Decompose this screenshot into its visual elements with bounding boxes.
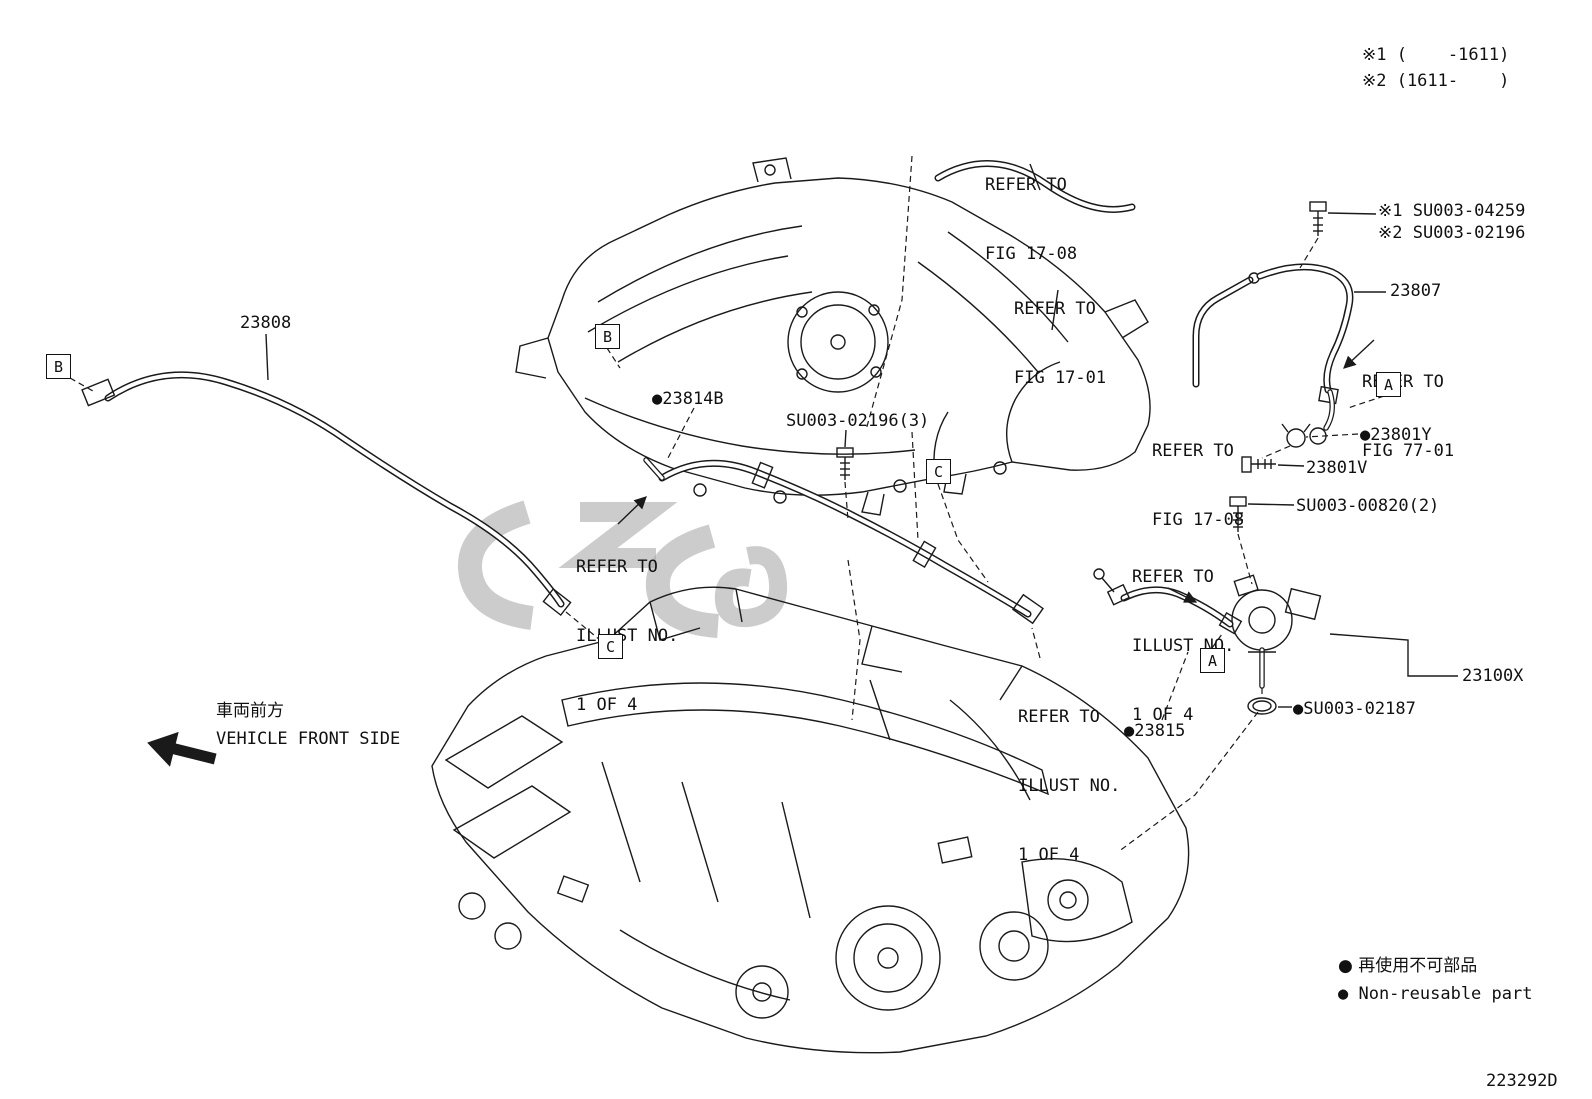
callout-box-c-center: C [926, 459, 951, 484]
ref-line: FIG 17-08 [1152, 509, 1245, 530]
hose-23808 [69, 333, 601, 641]
callout-box-a-right: A [1376, 372, 1401, 397]
vehicle-front-label-jp: 車両前方 [216, 701, 284, 721]
ref-line: ILLUST NO. [1018, 775, 1121, 796]
ref-line: 1 OF 4 [1018, 844, 1080, 865]
ref-line: FIG 17-01 [1014, 367, 1107, 388]
callout-box-b-left: B [46, 354, 71, 379]
legend-non-reusable-en: ● Non-reusable part [1338, 984, 1533, 1004]
footnote-1: ※1 ( -1611) [1362, 45, 1510, 65]
hose-23807-assembly [1192, 201, 1386, 473]
label-su003-04259: ※1 SU003-04259 [1378, 201, 1526, 221]
ref-line: REFER TO [576, 556, 658, 577]
label-23815: ●23815 [1124, 721, 1186, 741]
ref-line: REFER TO [985, 174, 1067, 195]
drawing-number: 223292D [1486, 1071, 1558, 1091]
ref-illust-left: REFER TO ILLUST NO. 1 OF 4 [576, 510, 678, 762]
callout-box-c-lower: C [598, 634, 623, 659]
engine-block [431, 559, 1190, 1054]
intake-manifold [515, 157, 1151, 516]
hose-top [865, 155, 1136, 431]
legend-non-reusable-jp: ● 再使用不可部品 [1338, 956, 1478, 976]
label-su003-02196-3: SU003-02196(3) [786, 411, 930, 431]
ref-line: REFER TO [1132, 566, 1214, 587]
watermark [458, 500, 788, 638]
label-23801y: ●23801Y [1360, 425, 1432, 445]
ref-illust-bottom: REFER TO ILLUST NO. 1 OF 4 [1018, 660, 1120, 912]
ref-fig-77-01: REFER TO FIG 77-01 [1362, 325, 1454, 509]
callout-box-a-pump: A [1200, 648, 1225, 673]
label-23808: 23808 [240, 313, 292, 333]
label-23814b: ●23814B [652, 389, 724, 409]
vehicle-front-label-en: VEHICLE FRONT SIDE [216, 729, 401, 749]
ref-illust-right: REFER TO ILLUST NO. 1 OF 4 [1132, 520, 1234, 772]
pipe-23814b [617, 407, 1044, 659]
ref-line: ILLUST NO. [576, 625, 679, 646]
ref-fig-17-08-top: REFER TO FIG 17-08 [985, 128, 1077, 312]
label-23807: 23807 [1390, 281, 1442, 301]
ref-fig-17-08-mid: REFER TO FIG 17-08 [1152, 394, 1244, 578]
ref-fig-17-01: REFER TO FIG 17-01 [1014, 252, 1106, 436]
ref-line: REFER TO [1152, 440, 1234, 461]
ref-line: 1 OF 4 [576, 694, 638, 715]
fuel-pump-23100x [1093, 496, 1458, 853]
ref-line: FIG 77-01 [1362, 440, 1455, 461]
label-23100x: 23100X [1462, 666, 1524, 686]
bolt-su003-02196 [836, 429, 854, 521]
ref-line: REFER TO [1018, 706, 1100, 727]
label-su003-02196: ※2 SU003-02196 [1378, 223, 1526, 243]
ref-line: REFER TO [1014, 298, 1096, 319]
callout-box-b-manifold: B [595, 324, 620, 349]
label-su003-00820: SU003-00820(2) [1296, 496, 1440, 516]
label-su003-02187: ●SU003-02187 [1293, 699, 1416, 719]
label-23801v: 23801V [1306, 458, 1368, 478]
vehicle-front-arrow-icon [147, 731, 217, 767]
ref-line: FIG 17-08 [985, 243, 1078, 264]
footnote-2: ※2 (1611- ) [1362, 71, 1510, 91]
ref-line: 1 OF 4 [1132, 704, 1194, 725]
